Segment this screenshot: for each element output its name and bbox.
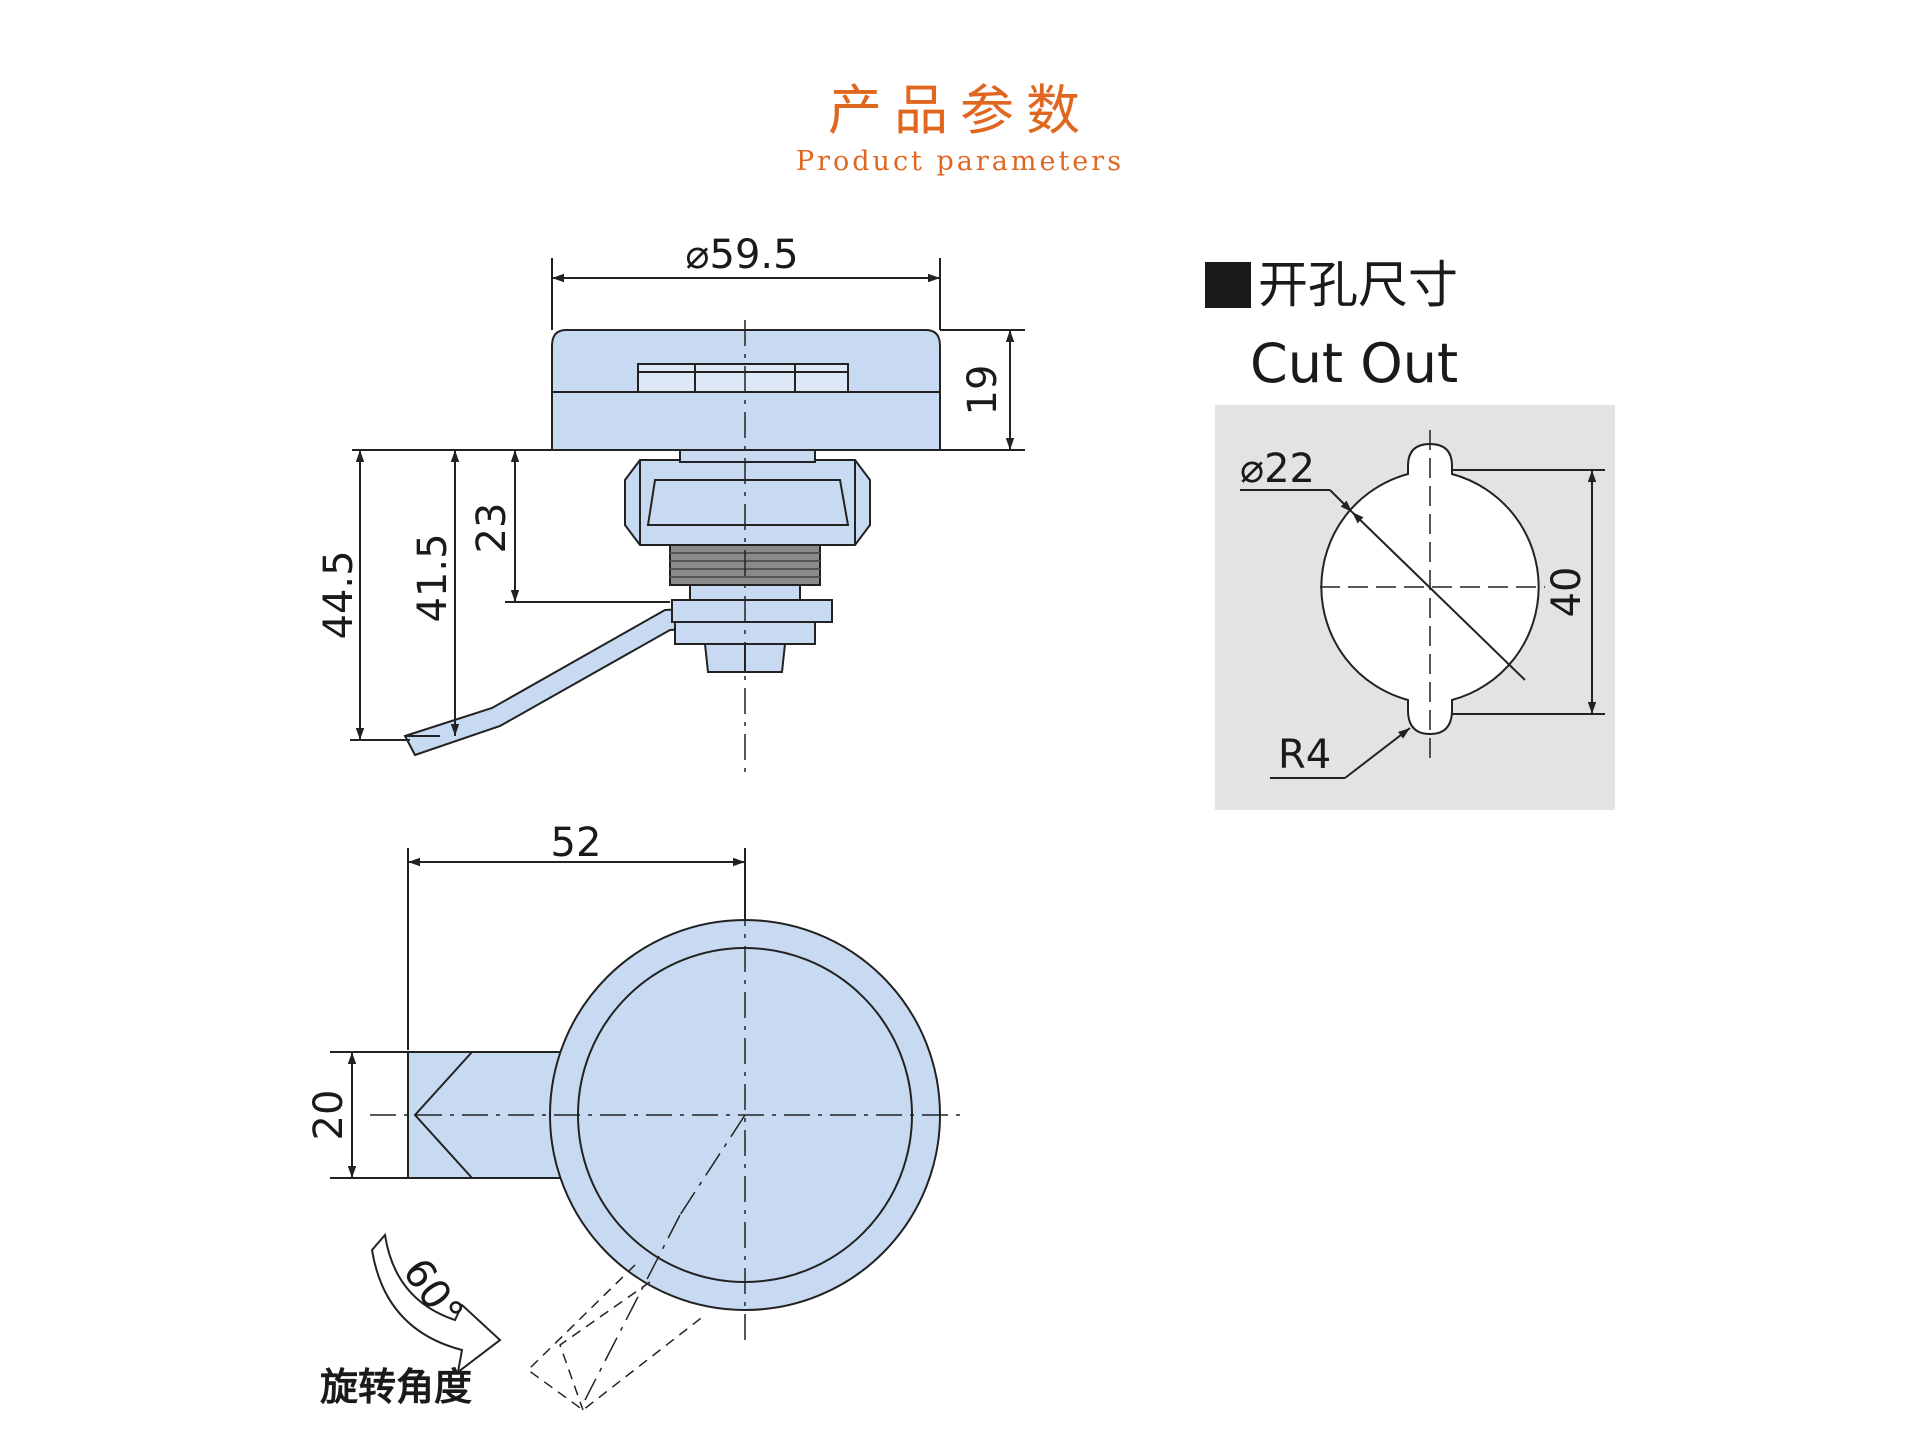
cutout-title-square xyxy=(1205,262,1251,308)
dim-height-44-5: 44.5 xyxy=(316,550,362,639)
cutout-radius: R4 xyxy=(1278,732,1331,778)
cutout-drawing xyxy=(1240,430,1605,779)
dim-width-20: 20 xyxy=(306,1090,352,1141)
cutout-height-40: 40 xyxy=(1544,567,1590,618)
side-view xyxy=(350,258,1025,780)
dim-diameter-59-5: ⌀59.5 xyxy=(685,232,798,278)
cutout-title-cn: 开孔尺寸 xyxy=(1258,256,1458,314)
dim-width-52: 52 xyxy=(551,820,602,866)
cutout-title-en: Cut Out xyxy=(1250,332,1458,395)
dim-height-19: 19 xyxy=(960,365,1006,416)
top-view xyxy=(330,848,965,1411)
page-subtitle: Product parameters xyxy=(795,146,1125,177)
dim-height-23: 23 xyxy=(469,503,515,554)
rotation-label: 旋转角度 xyxy=(320,1365,472,1409)
cutout-diameter: ⌀22 xyxy=(1240,446,1315,492)
dim-height-41-5: 41.5 xyxy=(410,533,456,622)
page-title: 产品参数 xyxy=(828,79,1092,142)
